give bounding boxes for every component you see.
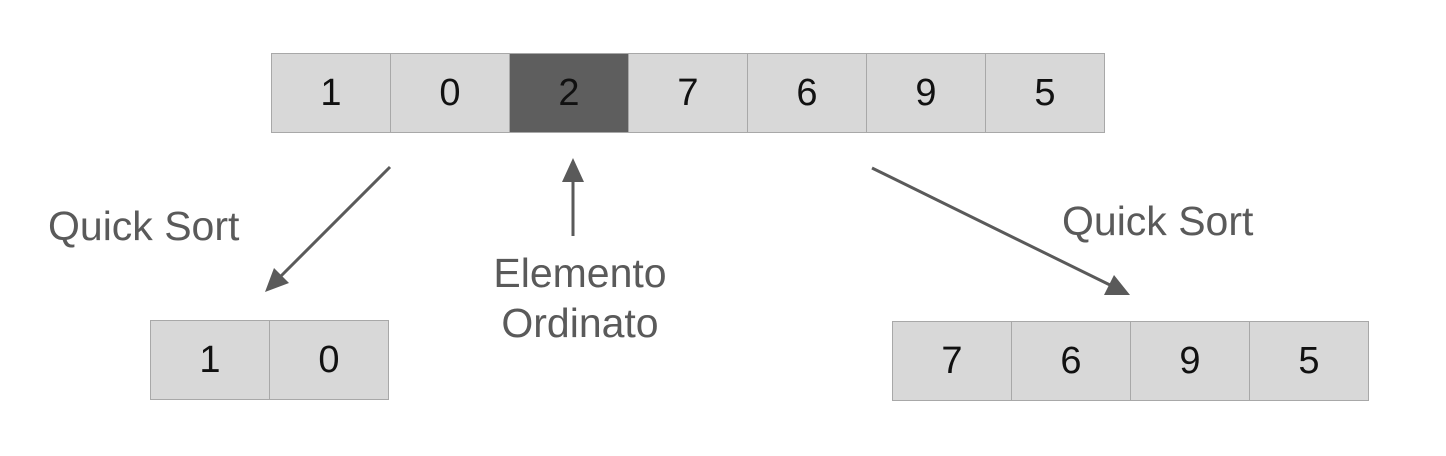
pivot-cell: 2	[509, 53, 629, 133]
left-arrow-shaft	[279, 165, 392, 278]
left-subarray: 1 0	[150, 320, 389, 400]
right-subarray: 7 6 9 5	[892, 321, 1369, 401]
pivot-arrow-head	[562, 158, 584, 182]
left-subarray-cell: 1	[150, 320, 270, 400]
left-quick-sort-label: Quick Sort	[48, 203, 240, 249]
left-arrow-head	[265, 268, 289, 292]
main-array-cell: 5	[985, 53, 1105, 133]
pivot-label: Elemento Ordinato	[470, 248, 690, 348]
right-arrow-shaft	[871, 166, 1111, 287]
left-subarray-cell: 0	[269, 320, 389, 400]
right-subarray-cell: 7	[892, 321, 1012, 401]
main-array-cell: 7	[628, 53, 748, 133]
right-quick-sort-label: Quick Sort	[1062, 198, 1254, 244]
pivot-label-line-1: Elemento	[493, 250, 667, 296]
pivot-label-line-2: Ordinato	[501, 300, 659, 346]
main-array-cell: 1	[271, 53, 391, 133]
main-array: 1 0 2 7 6 9 5	[271, 53, 1105, 133]
right-subarray-cell: 5	[1249, 321, 1369, 401]
right-arrow-head	[1104, 275, 1130, 295]
right-subarray-cell: 9	[1130, 321, 1250, 401]
main-array-cell: 6	[747, 53, 867, 133]
right-subarray-cell: 6	[1011, 321, 1131, 401]
main-array-cell: 0	[390, 53, 510, 133]
